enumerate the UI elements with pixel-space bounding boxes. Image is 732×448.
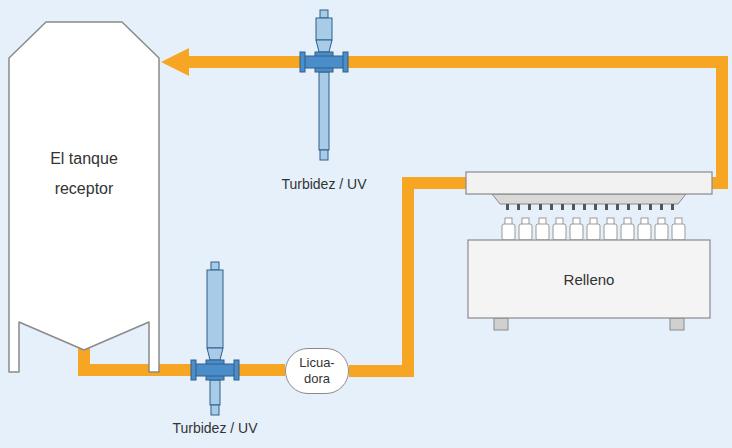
sensor-symbol (300, 10, 348, 160)
pipe-line (187, 56, 300, 68)
filler-label: Relleno (468, 240, 710, 318)
sensor-label: Turbidez / UV (172, 420, 257, 436)
pipe-connector (239, 370, 285, 371)
tank-node: El tanque receptor (8, 18, 160, 350)
pipe-line (239, 364, 285, 376)
filler-node: Relleno (464, 172, 714, 330)
sensor-node: Turbidez / UV (300, 10, 348, 160)
sensor-label: Turbidez / UV (281, 176, 366, 192)
blender-node: Licua- dora (285, 348, 349, 394)
pipe-line (349, 183, 466, 371)
pipe-connector (349, 183, 466, 371)
sensor-symbol (191, 262, 239, 415)
sensor-node: Turbidez / UV (191, 262, 239, 415)
pipe-line (348, 62, 722, 183)
pipe-connector (348, 62, 722, 183)
tank-label: El tanque receptor (24, 144, 144, 204)
filling-machine (464, 172, 714, 330)
pipe-connector (161, 48, 300, 76)
pipe-connector (84, 348, 191, 370)
arrow-head (161, 48, 189, 76)
blender-label: Licua- dora (294, 355, 340, 387)
pipe-line (84, 348, 191, 370)
